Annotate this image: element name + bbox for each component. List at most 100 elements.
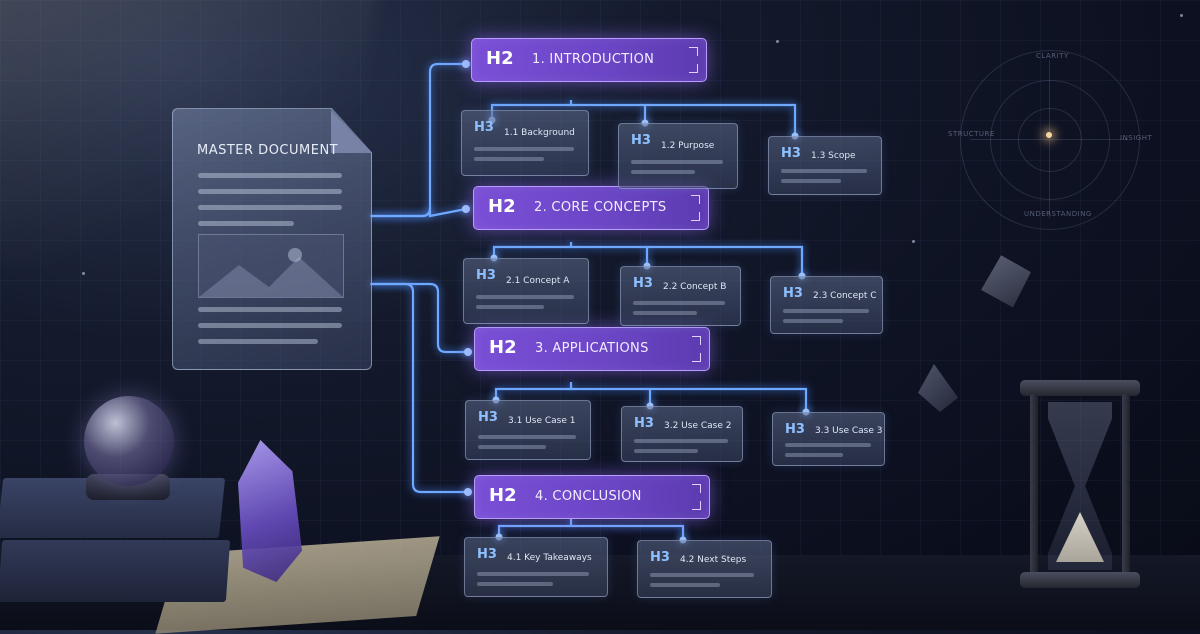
subsection-title: 3.2 Use Case 2 (664, 421, 732, 431)
heading-level-tag: H3 (477, 547, 497, 562)
heading-level-tag: H2 (489, 485, 517, 506)
subsection-title: 2.1 Concept A (506, 276, 570, 286)
corner-bracket-icon (692, 501, 701, 510)
heading-level-tag: H3 (634, 416, 654, 431)
section-title: 2. CORE CONCEPTS (534, 200, 667, 215)
subsection-card-key-takeaways[interactable]: H3 4.1 Key Takeaways (464, 537, 608, 597)
text-line (783, 319, 843, 323)
text-line (633, 311, 697, 315)
subsection-title: 4.2 Next Steps (680, 555, 747, 565)
star (912, 240, 915, 243)
subsection-card-scope[interactable]: H3 1.3 Scope (768, 136, 882, 195)
text-line (477, 572, 589, 576)
connector-master-h2-2 (370, 207, 467, 218)
hourglass-post (1122, 394, 1130, 574)
text-line (650, 573, 754, 577)
heading-level-tag: H3 (783, 286, 803, 301)
section-header-conclusion[interactable]: H2 4. CONCLUSION (474, 475, 710, 519)
connector-master-h2-1 (370, 62, 466, 218)
subsection-title: 4.1 Key Takeaways (507, 553, 592, 563)
subsection-title: 2.3 Concept C (813, 291, 877, 301)
subsection-card-use-case-1[interactable]: H3 3.1 Use Case 1 (465, 400, 591, 460)
corner-bracket-icon (689, 64, 698, 73)
text-line (198, 323, 342, 328)
text-line (631, 170, 695, 174)
compass-label-left: STRUCTURE (948, 130, 995, 138)
compass-label-right: INSIGHT (1120, 134, 1153, 142)
subsection-card-use-case-2[interactable]: H3 3.2 Use Case 2 (621, 406, 743, 462)
heading-level-tag: H3 (476, 268, 496, 283)
heading-level-tag: H2 (488, 196, 516, 217)
section-header-introduction[interactable]: H2 1. INTRODUCTION (471, 38, 707, 82)
subsection-title: 3.3 Use Case 3 (815, 426, 883, 436)
connector-master-h2-4 (370, 282, 468, 494)
star (82, 272, 85, 275)
compass-label-bottom: UNDERSTANDING (1024, 210, 1092, 218)
text-line (198, 189, 342, 194)
subsection-title: 1.2 Purpose (661, 141, 715, 151)
text-line (476, 305, 544, 309)
heading-level-tag: H3 (781, 146, 801, 161)
text-line (198, 221, 294, 226)
text-line (634, 449, 698, 453)
text-line (198, 173, 342, 178)
heading-level-tag: H3 (474, 120, 494, 135)
subsection-card-concept-a[interactable]: H3 2.1 Concept A (463, 258, 589, 324)
text-line (785, 453, 843, 457)
subsection-card-use-case-3[interactable]: H3 3.3 Use Case 3 (772, 412, 885, 466)
compass-ring (960, 50, 1140, 230)
compass-ring (990, 80, 1110, 200)
subsection-card-concept-b[interactable]: H3 2.2 Concept B (620, 266, 741, 326)
subsection-title: 2.2 Concept B (663, 282, 727, 292)
compass-ring (1018, 108, 1082, 172)
heading-level-tag: H3 (478, 410, 498, 425)
hourglass-post (1030, 394, 1038, 574)
text-line (781, 169, 867, 173)
text-line (474, 147, 574, 151)
text-line (478, 445, 546, 449)
master-document-title: MASTER DOCUMENT (197, 143, 339, 158)
compass-label-top: CLARITY (1036, 52, 1069, 60)
connector-dot (464, 488, 472, 496)
text-line (478, 435, 576, 439)
text-line (633, 301, 725, 305)
connector-dot (462, 60, 470, 68)
text-line (631, 160, 723, 164)
text-line (783, 309, 869, 313)
subsection-title: 1.3 Scope (811, 151, 856, 161)
heading-level-tag: H2 (486, 48, 514, 69)
connector-h2-4-children (497, 518, 685, 540)
heading-level-tag: H3 (650, 550, 670, 565)
corner-bracket-icon (691, 195, 700, 204)
text-line (650, 583, 720, 587)
section-header-core-concepts[interactable]: H2 2. CORE CONCEPTS (473, 186, 709, 230)
subsection-card-concept-c[interactable]: H3 2.3 Concept C (770, 276, 883, 334)
connector-master-h2-3 (370, 282, 468, 354)
heading-level-tag: H3 (633, 276, 653, 291)
star (1180, 14, 1183, 17)
subsection-card-purpose[interactable]: H3 1.2 Purpose (618, 123, 738, 189)
hourglass-cap (1020, 380, 1140, 396)
heading-level-tag: H3 (631, 133, 651, 148)
heading-level-tag: H2 (489, 337, 517, 358)
master-document-card[interactable]: MASTER DOCUMENT (172, 108, 372, 370)
corner-bracket-icon (692, 336, 701, 345)
corner-bracket-icon (692, 484, 701, 493)
heading-level-tag: H3 (785, 422, 805, 437)
text-line (198, 339, 318, 344)
section-title: 1. INTRODUCTION (532, 52, 655, 67)
text-line (781, 179, 841, 183)
subsection-card-background[interactable]: H3 1.1 Background (461, 110, 589, 176)
section-header-applications[interactable]: H2 3. APPLICATIONS (474, 327, 710, 371)
subsection-card-next-steps[interactable]: H3 4.2 Next Steps (637, 540, 772, 598)
text-line (198, 205, 342, 210)
subsection-title: 3.1 Use Case 1 (508, 416, 576, 426)
crystal-ball-icon (84, 396, 174, 486)
book (0, 540, 231, 602)
corner-bracket-icon (689, 47, 698, 56)
star (776, 40, 779, 43)
text-line (477, 582, 553, 586)
corner-bracket-icon (691, 212, 700, 221)
hourglass-icon (1020, 380, 1140, 590)
